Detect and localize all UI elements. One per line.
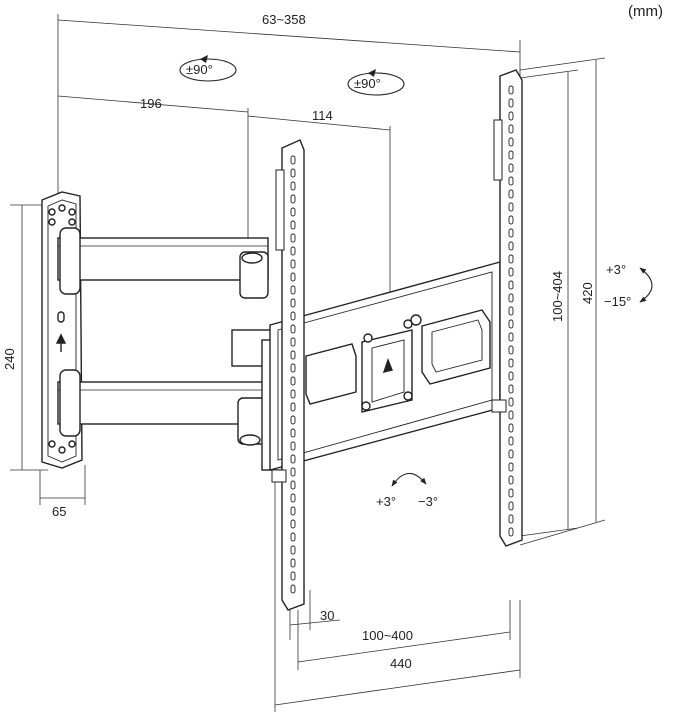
rail-slot [290, 506, 296, 516]
tilt-arrow-icon [639, 267, 653, 303]
rail-slot [508, 98, 514, 108]
rail-slot [508, 423, 514, 433]
rail-slot [290, 376, 296, 386]
rail-slot [290, 493, 296, 503]
rail-slot [508, 189, 514, 199]
articulating-arms [57, 227, 283, 471]
units-label: (mm) [628, 3, 663, 20]
swivel-left-arrow-icon [179, 55, 237, 82]
rail-slot [508, 397, 514, 407]
rail-slot [508, 293, 514, 303]
rail-slot [290, 246, 296, 256]
rail-slot [290, 337, 296, 347]
rail-slot [508, 384, 514, 394]
rail-slot [508, 202, 514, 212]
rail-slot [290, 428, 296, 438]
rail-slot [290, 480, 296, 490]
rail-slot [290, 181, 296, 191]
rail-slot [290, 259, 296, 269]
dimension-lines [10, 14, 606, 712]
wall-plate-height-label: 240 [2, 348, 17, 370]
rail-slot [290, 467, 296, 477]
rail-slot [290, 168, 296, 178]
level-arrow-icon [391, 472, 427, 487]
rail-slot [290, 415, 296, 425]
overall-width-label: 440 [390, 656, 412, 671]
tilt-down-label: −15° [604, 294, 631, 309]
rail-slot [290, 363, 296, 373]
rail-slot [508, 488, 514, 498]
rail-slot [508, 462, 514, 472]
rail-slot [508, 501, 514, 511]
level-ccw-label: −3° [418, 494, 438, 509]
rail-slot [508, 254, 514, 264]
rotation-arrows [179, 55, 653, 487]
rail-slot [508, 371, 514, 381]
wall-plate-depth-label: 65 [52, 504, 66, 519]
rail-slots [290, 85, 514, 594]
rail-slot [508, 280, 514, 290]
rail-slot [290, 532, 296, 542]
rail-slot [508, 358, 514, 368]
rail-slot [508, 150, 514, 160]
rail-slot [290, 298, 296, 308]
rail-slot [290, 571, 296, 581]
swivel-right-arrow-icon [347, 69, 405, 96]
rail-slot [290, 207, 296, 217]
rail-slot [508, 475, 514, 485]
rail-slot [290, 441, 296, 451]
rail-slot [290, 584, 296, 594]
rail-slot [290, 285, 296, 295]
rail-slot [508, 436, 514, 446]
rail-offset-label: 30 [320, 608, 334, 623]
rail-slot [508, 176, 514, 186]
rail-slot [508, 267, 514, 277]
rail-slot [290, 454, 296, 464]
rail-slot [508, 163, 514, 173]
tilt-up-label: +3° [606, 262, 626, 277]
rail-slot [508, 215, 514, 225]
vesa-vertical-label: 100~404 [550, 271, 565, 322]
rail-slot [508, 319, 514, 329]
rail-slot [508, 124, 514, 134]
swivel-right-label: ±90° [354, 76, 381, 91]
arm-length-label: 196 [140, 96, 162, 111]
rail-slot [290, 558, 296, 568]
rail-slot [290, 272, 296, 282]
rail-slot [508, 306, 514, 316]
swivel-left-label: ±90° [186, 62, 213, 77]
rail-slot [290, 545, 296, 555]
rail-slot [508, 514, 514, 524]
rail-slot [290, 402, 296, 412]
level-cw-label: +3° [376, 494, 396, 509]
labels: (mm) 63~358 196 114 240 65 100~404 420 3… [2, 3, 663, 671]
vesa-horizontal-label: 100~400 [362, 628, 413, 643]
rail-slot [290, 155, 296, 165]
rail-slot [290, 311, 296, 321]
rail-slot [508, 410, 514, 420]
rail-slot [508, 241, 514, 251]
rail-slot [508, 449, 514, 459]
rail-slot [508, 527, 514, 537]
rail-slot [290, 324, 296, 334]
overall-height-label: 420 [580, 282, 595, 304]
rail-slot [290, 220, 296, 230]
rail-slot [508, 137, 514, 147]
rail-slot [508, 332, 514, 342]
bracket-offset-label: 114 [312, 108, 333, 123]
rail-slot [508, 228, 514, 238]
rail-slot [508, 345, 514, 355]
tv-bracket [269, 261, 501, 471]
rail-slot [290, 194, 296, 204]
rail-slot [508, 111, 514, 121]
rail-slot [290, 233, 296, 243]
rail-slot [290, 350, 296, 360]
extension-range-label: 63~358 [262, 12, 306, 27]
rail-slot [290, 519, 296, 529]
rail-slot [290, 389, 296, 399]
rail-slot [508, 85, 514, 95]
